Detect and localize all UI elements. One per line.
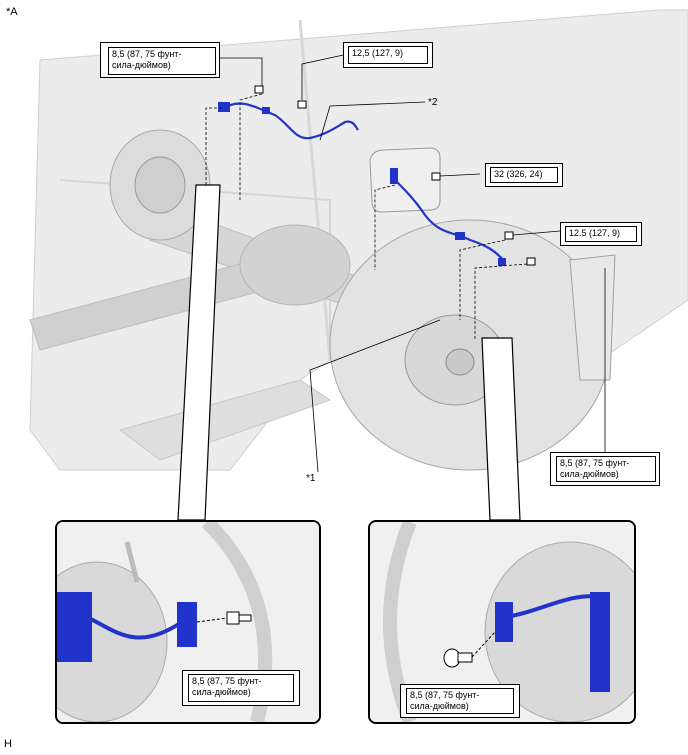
torque-box-inset-right: 8,5 (87, 75 фунт- сила-дюймов) [400, 684, 520, 718]
torque-box-inset-left: 8,5 (87, 75 фунт- сила-дюймов) [182, 670, 300, 706]
torque-value-right-upper: 12.5 (127, 9) [565, 226, 637, 242]
torque-box-right-lower: 8,5 (87, 75 фунт- сила-дюймов) [550, 452, 660, 486]
bolt-icon [226, 611, 252, 625]
callout-item-2: *2 [428, 97, 438, 108]
torque-value-upper-mid: 12,5 (127, 9) [348, 46, 428, 64]
torque-box-right-upper: 12.5 (127, 9) [560, 222, 642, 246]
bolt-icon [443, 648, 473, 668]
footer-label: H [4, 738, 12, 750]
torque-box-upper-left: 8,5 (87, 75 фунт- сила-дюймов) [100, 42, 220, 78]
callout-item-1: *1 [306, 473, 316, 484]
torque-value-right-lower: 8,5 (87, 75 фунт- сила-дюймов) [556, 456, 656, 482]
bolt-icon [254, 85, 536, 266]
torque-value-inset-right: 8,5 (87, 75 фунт- сила-дюймов) [406, 688, 514, 714]
tire-icon [329, 219, 611, 471]
detail-inset-left: 8,5 (87, 75 фунт- сила-дюймов) [55, 520, 321, 724]
torque-value-inset-left: 8,5 (87, 75 фунт- сила-дюймов) [188, 674, 294, 702]
torque-value-upper-left: 8,5 (87, 75 фунт- сила-дюймов) [108, 47, 216, 75]
speed-sensor-wire-icon [221, 102, 506, 263]
figure-label: *A [6, 6, 18, 18]
detail-inset-right: 8,5 (87, 75 фунт- сила-дюймов) [368, 520, 636, 724]
torque-value-mid-right: 32 (326, 24) [490, 167, 558, 183]
torque-box-mid-right: 32 (326, 24) [485, 163, 563, 187]
torque-box-upper-mid: 12,5 (127, 9) [343, 42, 433, 68]
